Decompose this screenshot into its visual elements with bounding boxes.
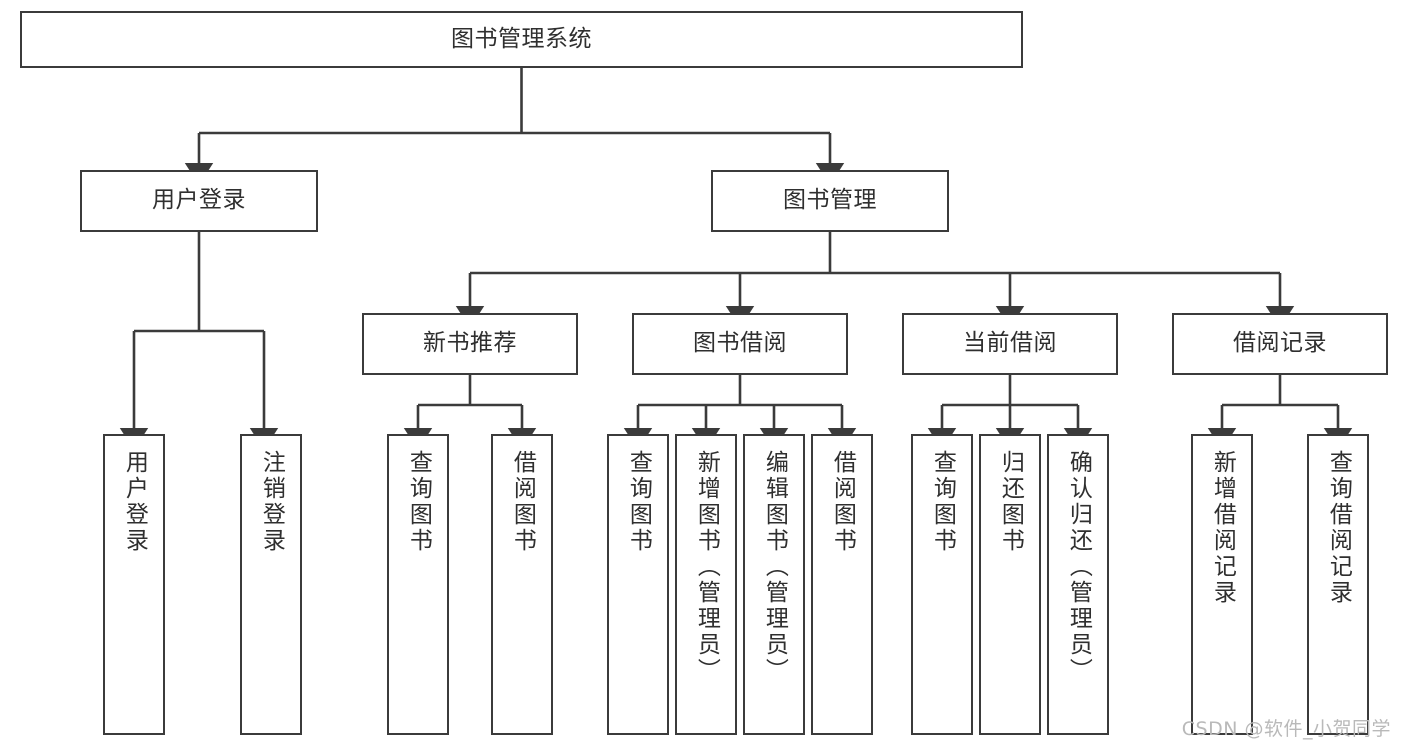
node-leaf-query-book-2-label: 查询图书 bbox=[625, 450, 652, 554]
node-leaf-query-record-label: 查询借阅记录 bbox=[1325, 450, 1352, 606]
node-book-borrow-label: 图书借阅 bbox=[693, 330, 787, 357]
node-user-login[interactable]: 用户登录 bbox=[80, 170, 318, 232]
node-leaf-query-book-3-label: 查询图书 bbox=[929, 450, 956, 554]
node-leaf-return-book[interactable]: 归还图书 bbox=[979, 434, 1041, 735]
node-leaf-logout-label: 注销登录 bbox=[258, 450, 285, 554]
node-leaf-borrow-book-2[interactable]: 借阅图书 bbox=[811, 434, 873, 735]
node-leaf-user-login[interactable]: 用户登录 bbox=[103, 434, 165, 735]
node-leaf-borrow-book-1[interactable]: 借阅图书 bbox=[491, 434, 553, 735]
node-borrow-record[interactable]: 借阅记录 bbox=[1172, 313, 1388, 375]
watermark: CSDN @软件_小贺同学 bbox=[1181, 718, 1391, 740]
node-user-login-label: 用户登录 bbox=[152, 187, 246, 214]
node-leaf-add-record-label: 新增借阅记录 bbox=[1209, 450, 1236, 606]
node-leaf-borrow-book-1-label: 借阅图书 bbox=[509, 450, 536, 554]
node-leaf-confirm-return[interactable]: 确认归还（管理员） bbox=[1047, 434, 1109, 735]
node-root-label: 图书管理系统 bbox=[451, 25, 592, 52]
node-leaf-edit-book[interactable]: 编辑图书（管理员） bbox=[743, 434, 805, 735]
node-current-borrow[interactable]: 当前借阅 bbox=[902, 313, 1118, 375]
node-leaf-add-book[interactable]: 新增图书（管理员） bbox=[675, 434, 737, 735]
node-root[interactable]: 图书管理系统 bbox=[20, 11, 1023, 68]
node-leaf-query-book-3[interactable]: 查询图书 bbox=[911, 434, 973, 735]
node-book-manage[interactable]: 图书管理 bbox=[711, 170, 949, 232]
node-leaf-borrow-book-2-label: 借阅图书 bbox=[829, 450, 856, 554]
node-leaf-user-login-label: 用户登录 bbox=[121, 450, 148, 554]
node-leaf-query-book-1[interactable]: 查询图书 bbox=[387, 434, 449, 735]
node-book-borrow[interactable]: 图书借阅 bbox=[632, 313, 848, 375]
node-book-manage-label: 图书管理 bbox=[783, 187, 877, 214]
node-leaf-add-record[interactable]: 新增借阅记录 bbox=[1191, 434, 1253, 735]
node-leaf-add-book-label: 新增图书（管理员） bbox=[693, 450, 720, 684]
node-borrow-record-label: 借阅记录 bbox=[1233, 330, 1327, 357]
node-leaf-logout[interactable]: 注销登录 bbox=[240, 434, 302, 735]
node-leaf-query-record[interactable]: 查询借阅记录 bbox=[1307, 434, 1369, 735]
node-leaf-confirm-return-label: 确认归还（管理员） bbox=[1065, 450, 1092, 684]
node-new-book-rec-label: 新书推荐 bbox=[423, 330, 517, 357]
node-current-borrow-label: 当前借阅 bbox=[963, 330, 1057, 357]
node-leaf-return-book-label: 归还图书 bbox=[997, 450, 1024, 554]
node-leaf-edit-book-label: 编辑图书（管理员） bbox=[761, 450, 788, 684]
node-new-book-rec[interactable]: 新书推荐 bbox=[362, 313, 578, 375]
node-leaf-query-book-1-label: 查询图书 bbox=[405, 450, 432, 554]
node-leaf-query-book-2[interactable]: 查询图书 bbox=[607, 434, 669, 735]
